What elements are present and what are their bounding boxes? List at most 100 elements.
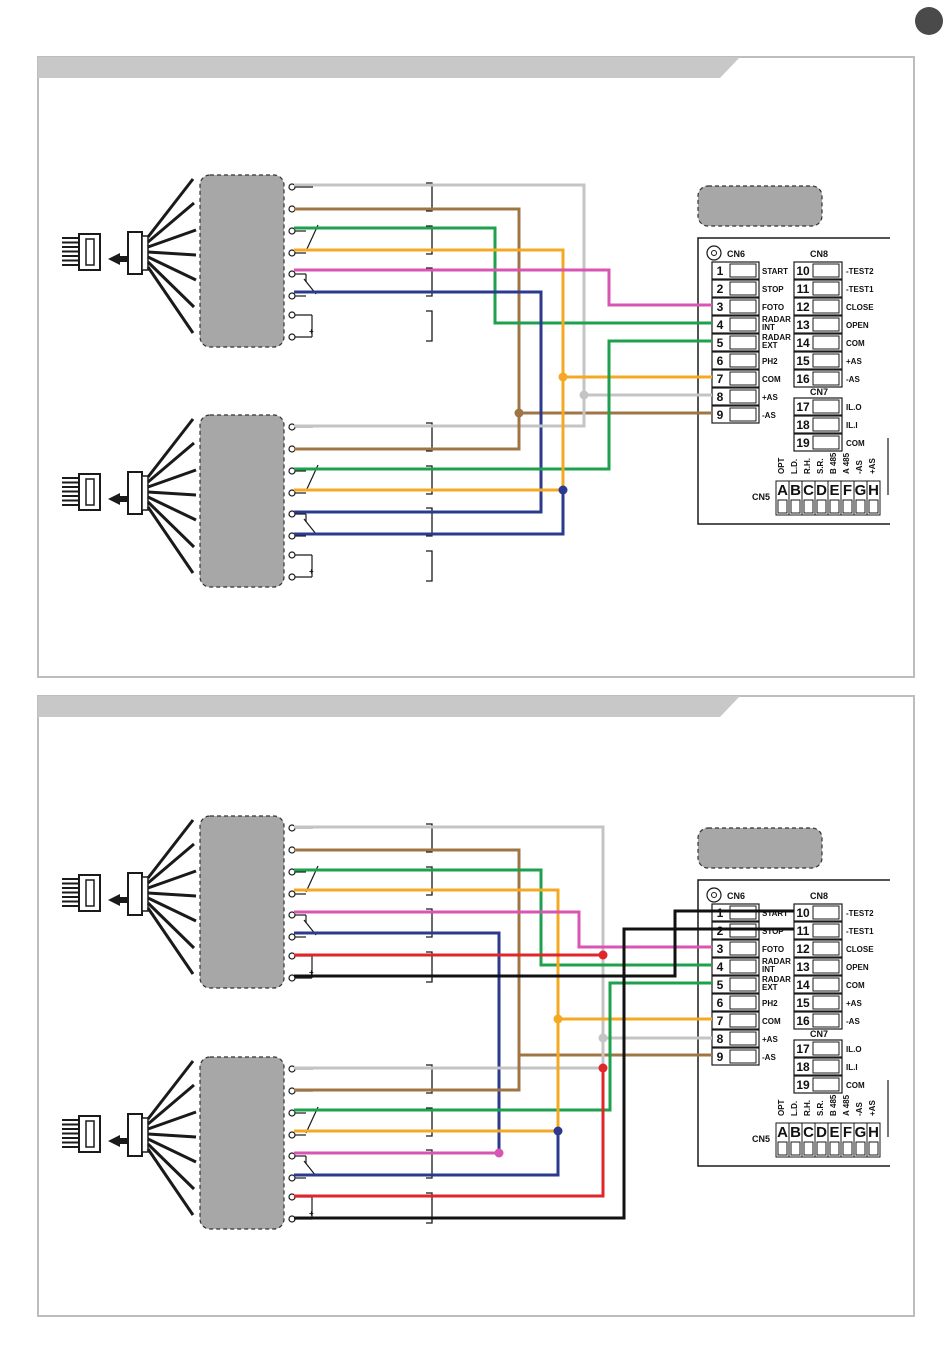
socket-body-inner [141,235,149,271]
cn8-screw-16 [812,1013,840,1028]
socket-body-inner [141,475,149,511]
cn7-terminal-label: IL.I [846,421,858,430]
cn6-terminal-number: 7 [717,372,724,386]
cn7-terminal-label: COM [846,1081,865,1090]
socket-body [127,471,143,515]
plus-sign: + [309,567,314,576]
contact-terminal [288,933,296,941]
wire-green-s2 [294,339,712,471]
cn5-title: CN5 [752,1134,770,1144]
cn8-screw-12 [812,299,840,314]
plug-body-inner [85,478,95,506]
wire-grey-s2 [294,395,586,428]
panel-header-bar [38,696,740,717]
cn6-terminal-label: STOP [762,927,784,936]
terminal-bracket [426,908,433,938]
contact-terminal [288,292,296,300]
wire-pink-s1 [294,268,712,307]
cn8-terminal-label: -TEST1 [846,927,874,936]
cn6-terminal-label: START [762,909,788,918]
wire-blue-s2 [294,1131,560,1177]
junction-grey [579,390,589,400]
junction-orange [558,372,568,382]
cn8-terminal-label: -AS [846,375,860,384]
dip-switch-toggle [803,499,814,514]
dip-switch-letter: D [816,1124,827,1141]
cn6-terminal-number: 9 [717,408,724,422]
dip-switch-label: OPT [777,1099,786,1116]
cn7-terminal-number: 19 [796,436,810,450]
cn7-title: CN7 [810,387,828,397]
terminal-bracket [426,951,433,983]
insert-arrow-shaft [119,897,128,903]
cable-wire [147,441,195,484]
dip-switch-label: L.D. [790,1101,799,1116]
plus-sign: + [309,968,314,977]
cn6-terminal-number: 4 [717,960,724,974]
cn6-terminal-label: PH2 [762,999,778,1008]
cn7-screw-17 [812,1041,840,1056]
wire-brown-s2 [294,413,521,451]
wire-blue-s1 [294,290,543,514]
cable-wire [147,842,195,885]
cn8-screw-14 [812,977,840,992]
cn8-terminal-label: -AS [846,1017,860,1026]
dip-switch-letter: G [855,1124,867,1141]
cable-wire [147,495,197,522]
wire-green-s2 [294,981,712,1112]
dip-switch-letter: F [843,1124,852,1141]
cn6-terminal-number: 2 [717,282,724,296]
cn8-terminal-label: CLOSE [846,303,874,312]
cn7-screw-18 [812,1059,840,1074]
cn6-terminal-label: -AS [762,1053,776,1062]
cn7-terminal-number: 17 [796,1042,810,1056]
dip-switch-letter: D [816,482,827,499]
wire-brown-s1 [294,207,712,415]
panel-header-bar [38,57,740,78]
dip-switch-letter: H [868,482,879,499]
dip-switch-letter: G [855,482,867,499]
socket-body [127,872,143,916]
contact-terminal [288,333,296,341]
cn8-terminal-label: +AS [846,357,862,366]
mounting-hole-inner [711,892,717,898]
socket-body [127,231,143,275]
dip-switch-letter: A [777,482,788,499]
contact-terminal [288,890,296,898]
cn5-title: CN5 [752,492,770,502]
dip-switch-toggle [816,1141,827,1156]
sensor-module [199,414,285,588]
cn8-title: CN8 [810,249,828,259]
socket-body [127,1113,143,1157]
cn8-screw-11 [812,923,840,938]
junction-orange [553,1014,563,1024]
dip-switch-label: B 485 [829,452,838,474]
contact-terminal [288,270,296,278]
cn7-screw-17 [812,399,840,414]
cn6-terminal-label2: EXT [762,341,778,350]
dip-switch-toggle [803,1141,814,1156]
dip-switch-label: -AS [855,1102,864,1116]
cable-wire [146,266,195,334]
cable-wire [146,819,195,879]
junction-red [598,950,608,960]
dip-switch-toggle [855,1141,866,1156]
cn7-screw-19 [812,435,840,450]
cn7-terminal-label: IL.O [846,1045,862,1054]
contact-terminal [288,573,296,581]
cn8-terminal-number: 10 [796,264,810,278]
cn6-terminal-label: FOTO [762,945,784,954]
cable-wire [147,228,197,249]
cn6-terminal-label: -AS [762,411,776,420]
dip-switch-toggle [842,499,853,514]
cn6-terminal-number: 5 [717,978,724,992]
cn6-screw-6 [729,995,757,1010]
cn6-terminal-label: RADAR [762,315,791,324]
cn7-terminal-number: 19 [796,1078,810,1092]
cable-wire [147,250,197,257]
cable-wire [147,896,197,923]
cn8-terminal-label: -TEST1 [846,285,874,294]
panel-frame [37,56,915,678]
dip-switch-label: +AS [868,458,877,474]
wire-black-s2 [294,927,794,1220]
